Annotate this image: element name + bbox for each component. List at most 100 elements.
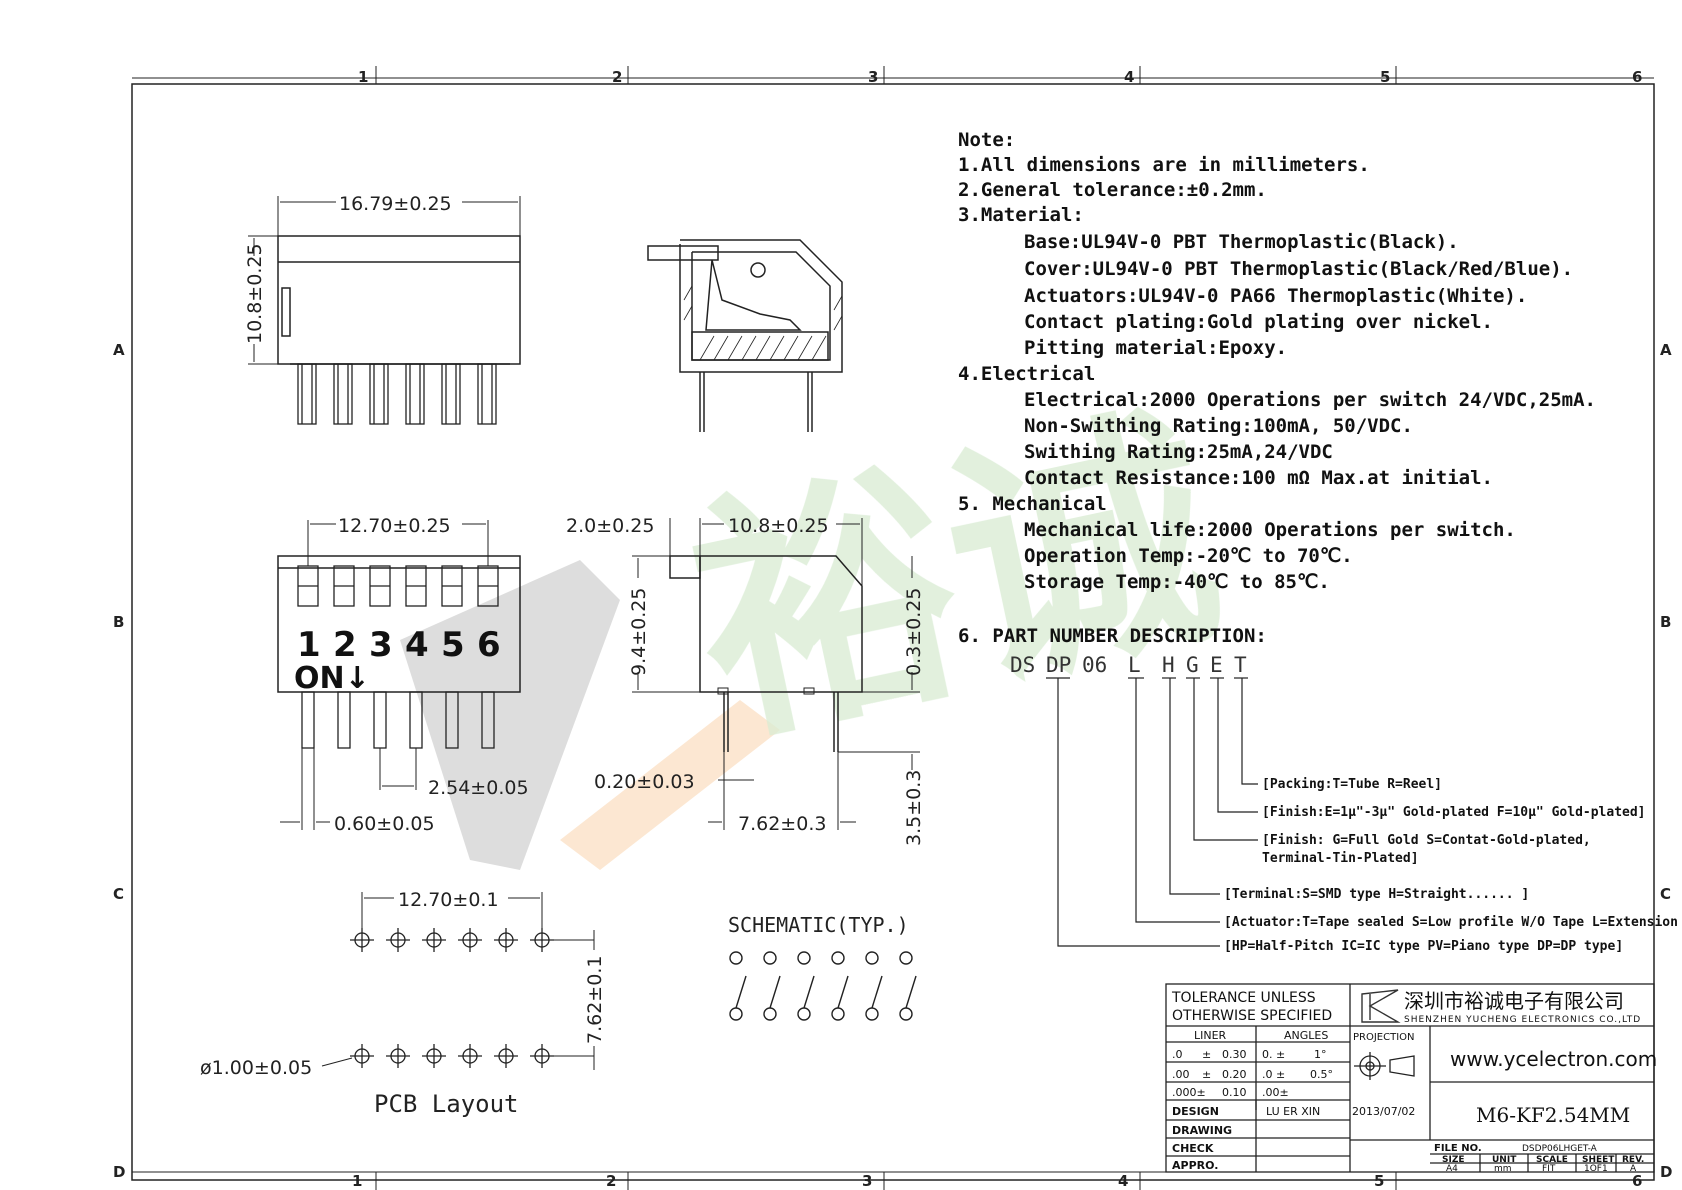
note-line-17: Storage Temp:-40℃ to 85℃. bbox=[1024, 571, 1330, 593]
switch-number-6: 6 bbox=[477, 625, 501, 665]
row-label-d-right: D bbox=[1660, 1163, 1672, 1181]
switch-number-5: 5 bbox=[441, 625, 465, 665]
border-col-labels: 1 2 3 4 5 6 1 2 3 4 5 6 bbox=[352, 66, 1642, 1190]
part-number-title: 6. PART NUMBER DESCRIPTION: bbox=[958, 625, 1267, 647]
company-name-cn: 深圳市裕诚电子有限公司 bbox=[1404, 989, 1624, 1013]
switch-number-2: 2 bbox=[333, 625, 357, 665]
tol-angles-header: ANGLES bbox=[1284, 1029, 1328, 1042]
title-block bbox=[1165, 983, 1655, 1173]
dim-pcb-width: 12.70±0.1 bbox=[398, 889, 499, 911]
tol-row-2-c: 0.20 bbox=[1222, 1068, 1247, 1081]
switch-number-3: 3 bbox=[369, 625, 393, 665]
design-date: 2013/07/02 bbox=[1352, 1105, 1415, 1118]
dim-pcb-height: 7.62±0.1 bbox=[584, 956, 606, 1044]
col-label-2: 2 bbox=[612, 68, 622, 86]
part-number-callouts: [Packing:T=Tube R=Reel] [Finish:E=1μ"-3μ… bbox=[1224, 777, 1682, 954]
switch-number-1: 1 bbox=[297, 625, 321, 665]
notes-block: Note: 1.All dimensions are in millimeter… bbox=[958, 129, 1596, 647]
notes-title: Note: bbox=[958, 129, 1015, 151]
tol-row-3-c: 0.10 bbox=[1222, 1086, 1247, 1099]
designer-name: LU ER XIN bbox=[1266, 1105, 1320, 1118]
on-label: ON↓ bbox=[294, 661, 370, 696]
sheet-value: 1OF1 bbox=[1584, 1164, 1608, 1174]
top-view-pins bbox=[297, 363, 497, 425]
size-value: A4 bbox=[1446, 1164, 1458, 1174]
pcb-holes-bottom bbox=[350, 1044, 554, 1068]
col-label-5-bottom: 5 bbox=[1374, 1172, 1384, 1190]
check-label: CHECK bbox=[1172, 1142, 1214, 1155]
col-label-1-bottom: 1 bbox=[352, 1172, 362, 1190]
tol-row-1-d: 0. ± bbox=[1262, 1048, 1285, 1061]
side-view bbox=[632, 518, 920, 830]
pcb-layout bbox=[321, 892, 595, 1070]
row-label-d: D bbox=[113, 1163, 125, 1181]
callout-finish-plating: [Finish:E=1μ"-3μ" Gold-plated F=10μ" Gol… bbox=[1262, 805, 1646, 820]
col-label-1: 1 bbox=[358, 68, 368, 86]
part-number-leaders bbox=[1046, 677, 1258, 947]
border-row-labels: A B C D A B C D bbox=[113, 341, 1672, 1181]
tol-row-2-a: .00 bbox=[1172, 1068, 1190, 1081]
tol-row-3-a: .000± bbox=[1172, 1086, 1206, 1099]
front-actuators bbox=[297, 565, 499, 607]
col-label-6-bottom: 6 bbox=[1632, 1172, 1642, 1190]
projection-label: PROJECTION bbox=[1353, 1032, 1415, 1043]
title-block-text: TOLERANCE UNLESS OTHERWISE SPECIFIED LIN… bbox=[1171, 989, 1657, 1174]
row-label-b-right: B bbox=[1660, 613, 1671, 631]
tol-row-1-c: 0.30 bbox=[1222, 1048, 1247, 1061]
dim-pin-length: 3.5±0.3 bbox=[903, 770, 925, 846]
part-number-code: DS DP 06 L H G E T bbox=[1010, 653, 1247, 677]
col-label-6: 6 bbox=[1632, 68, 1642, 86]
callout-actuator: [Actuator:T=Tape sealed S=Low profile W/… bbox=[1224, 915, 1682, 930]
pn-segment-e: E bbox=[1210, 653, 1223, 677]
col-label-3-bottom: 3 bbox=[862, 1172, 872, 1190]
tol-row-2-d: .0 ± bbox=[1262, 1068, 1285, 1081]
row-label-c-right: C bbox=[1660, 885, 1671, 903]
row-label-a-right: A bbox=[1660, 341, 1672, 359]
schematic-switches bbox=[729, 951, 917, 1021]
callout-packing: [Packing:T=Tube R=Reel] bbox=[1262, 777, 1442, 792]
note-line-4: Base:UL94V-0 PBT Thermoplastic(Black). bbox=[1024, 231, 1459, 253]
tol-row-2-e: 0.5° bbox=[1310, 1068, 1333, 1081]
col-label-2-bottom: 2 bbox=[606, 1172, 616, 1190]
file-no-label: FILE NO. bbox=[1434, 1143, 1482, 1154]
note-line-5: Cover:UL94V-0 PBT Thermoplastic(Black/Re… bbox=[1024, 258, 1573, 280]
dim-side-height: 9.4±0.25 bbox=[628, 588, 650, 676]
note-line-7: Contact plating:Gold plating over nickel… bbox=[1024, 311, 1493, 333]
pn-segment-h: H bbox=[1162, 653, 1175, 677]
section-hatch bbox=[683, 285, 843, 361]
section-view bbox=[647, 239, 843, 432]
tol-title-1: TOLERANCE UNLESS bbox=[1171, 990, 1316, 1006]
callout-terminal: [Terminal:S=SMD type H=Straight...... ] bbox=[1224, 887, 1529, 902]
dim-top-width: 16.79±0.25 bbox=[339, 193, 452, 215]
sheet-header: SHEET bbox=[1582, 1155, 1615, 1165]
callout-type: [HP=Half-Pitch IC=IC type PV=Piano type … bbox=[1224, 939, 1623, 954]
front-view bbox=[277, 520, 521, 830]
pn-segment-dp: DP bbox=[1046, 653, 1071, 677]
note-line-1: 1.All dimensions are in millimeters. bbox=[958, 154, 1370, 176]
note-line-11: Non-Swithing Rating:100mA, 50/VDC. bbox=[1024, 415, 1413, 437]
note-line-2: 2.General tolerance:±0.2mm. bbox=[958, 179, 1267, 201]
note-line-12: Swithing Rating:25mA,24/VDC bbox=[1024, 441, 1333, 463]
tol-row-3-d: .00± bbox=[1262, 1086, 1289, 1099]
pcb-holes-top bbox=[350, 928, 554, 952]
file-no-value: DSDP06LHGET-A bbox=[1522, 1144, 1598, 1154]
note-line-8: Pitting material:Epoxy. bbox=[1024, 337, 1287, 359]
callout-finish-gold: [Finish: G=Full Gold S=Contat-Gold-plate… bbox=[1262, 833, 1591, 848]
dim-top-height: 10.8±0.25 bbox=[244, 243, 266, 344]
design-label: DESIGN bbox=[1172, 1105, 1219, 1118]
unit-header: UNIT bbox=[1492, 1155, 1517, 1165]
row-label-c: C bbox=[113, 885, 124, 903]
size-header: SIZE bbox=[1442, 1155, 1465, 1165]
dim-pitch: 2.54±0.05 bbox=[428, 777, 529, 799]
model-number: M6-KF2.54MM bbox=[1476, 1103, 1630, 1127]
schematic-title: SCHEMATIC(TYP.) bbox=[728, 913, 909, 937]
col-label-4: 4 bbox=[1124, 68, 1134, 86]
note-line-13: Contact Resistance:100 mΩ Max.at initial… bbox=[1024, 467, 1493, 489]
company-name-en: SHENZHEN YUCHENG ELECTRONICS CO.,LTD bbox=[1404, 1015, 1641, 1025]
row-label-a: A bbox=[113, 341, 125, 359]
row-label-b: B bbox=[113, 613, 124, 631]
unit-value: mm bbox=[1494, 1164, 1512, 1174]
dim-pin-thickness: 0.20±0.03 bbox=[594, 771, 695, 793]
rev-value: A bbox=[1630, 1164, 1637, 1174]
